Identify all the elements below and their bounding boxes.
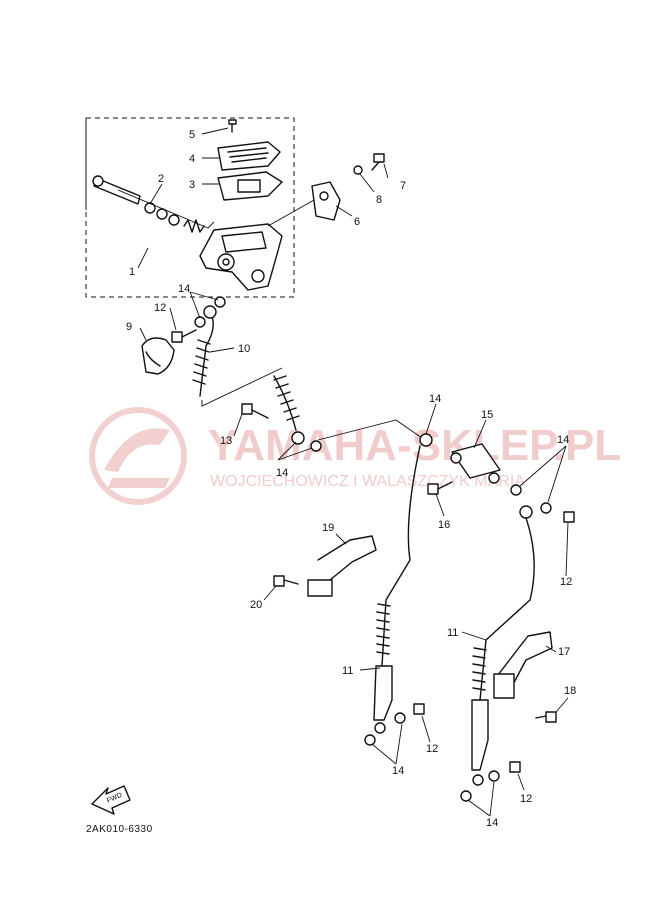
watermark-brand: YAMAHA-SKLEP.PL <box>208 421 621 470</box>
brake-hose-part-10 <box>192 305 305 445</box>
holder-part-6 <box>267 181 341 227</box>
diaphragm-part-3 <box>217 171 283 201</box>
clamp-part-17 <box>493 631 553 699</box>
hose-join-line <box>317 419 423 441</box>
callout-7: 7 <box>400 180 406 192</box>
leader-lines <box>137 127 569 817</box>
callout-8: 8 <box>376 194 382 206</box>
watermark: YAMAHA-SKLEP.PL WOJCIECHOWICZ I WALASZCZ… <box>89 407 621 505</box>
callout-14e: 14 <box>392 765 404 777</box>
bolt-part-16 <box>427 481 453 495</box>
callout-16: 16 <box>438 519 450 531</box>
callout-14a: 14 <box>178 283 190 295</box>
watermark-logo <box>89 407 187 505</box>
piston-kit-part-2 <box>92 175 215 233</box>
bottom-fasteners-left <box>364 703 425 746</box>
assembly-boundary <box>85 117 295 298</box>
callout-9: 9 <box>126 321 132 333</box>
callout-19: 19 <box>322 522 334 534</box>
bolt-part-7 <box>371 153 385 171</box>
callout-1: 1 <box>129 266 135 278</box>
screw-part-5 <box>228 119 237 133</box>
callout-12c: 12 <box>426 743 438 755</box>
callout-4: 4 <box>189 153 195 165</box>
callout-14c: 14 <box>429 393 441 405</box>
callout-13: 13 <box>220 435 232 447</box>
bolt-part-18 <box>535 711 557 723</box>
washer-mid <box>310 440 322 452</box>
callout-11a: 11 <box>342 665 353 677</box>
brake-hose-part-11-right <box>471 505 535 786</box>
callout-12d: 12 <box>520 793 532 805</box>
reservoir-cap-part-4 <box>217 141 281 171</box>
callout-labels: 1 2 3 4 5 6 7 8 9 10 11 11 12 12 12 12 1… <box>126 129 576 829</box>
callout-2: 2 <box>158 173 164 185</box>
washers-right <box>510 484 575 523</box>
callout-12a: 12 <box>154 302 166 314</box>
diagram-code: 2AK010-6330 <box>86 824 153 835</box>
bolt-part-20 <box>273 575 299 587</box>
callout-18: 18 <box>564 685 576 697</box>
union-bolt-part-12-top <box>171 329 197 343</box>
callout-17: 17 <box>558 646 570 658</box>
callout-10: 10 <box>238 343 250 355</box>
washer-part-8 <box>353 165 363 175</box>
callout-14d: 14 <box>557 434 569 446</box>
clamp-part-19 <box>307 535 377 597</box>
joint-part-15 <box>450 443 501 484</box>
callout-11b: 11 <box>447 627 458 639</box>
callout-14b: 14 <box>276 467 288 479</box>
forward-direction-arrow: FWD <box>91 785 131 815</box>
bottom-fasteners-right <box>460 761 521 802</box>
brake-hose-part-11-left <box>373 433 433 734</box>
bolt-part-13 <box>241 403 269 419</box>
callout-14f: 14 <box>486 817 498 829</box>
callout-15: 15 <box>481 409 493 421</box>
callout-12b: 12 <box>560 576 572 588</box>
callout-3: 3 <box>189 179 195 191</box>
callout-6: 6 <box>354 216 360 228</box>
callout-5: 5 <box>189 129 195 141</box>
cover-part-9 <box>141 337 175 375</box>
master-cylinder-body-part-1 <box>199 223 283 291</box>
callout-20: 20 <box>250 599 262 611</box>
copper-washers-top <box>194 296 226 328</box>
watermark-subtitle: WOJCIECHOWICZ I WALASZCZYK MARIA <box>210 473 525 490</box>
